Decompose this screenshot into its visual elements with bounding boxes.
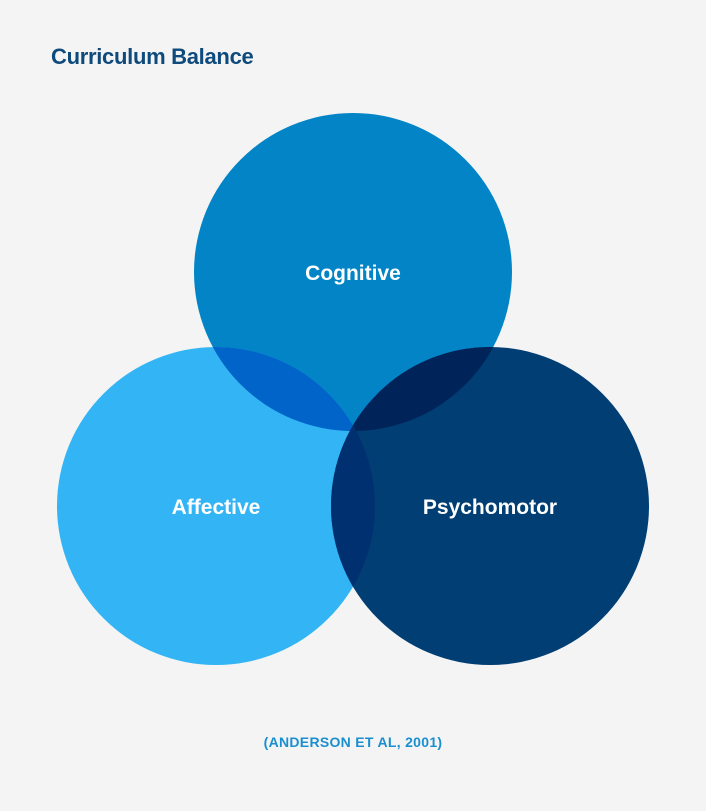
affective-label: Affective — [172, 496, 261, 519]
affective-circle — [57, 347, 375, 665]
cognitive-circle — [194, 113, 512, 431]
psychomotor-circle — [331, 347, 649, 665]
cognitive-label: Cognitive — [305, 262, 401, 285]
citation: (ANDERSON ET AL, 2001) — [263, 734, 443, 750]
diagram-title: Curriculum Balance — [51, 44, 254, 69]
psychomotor-label: Psychomotor — [423, 496, 557, 519]
